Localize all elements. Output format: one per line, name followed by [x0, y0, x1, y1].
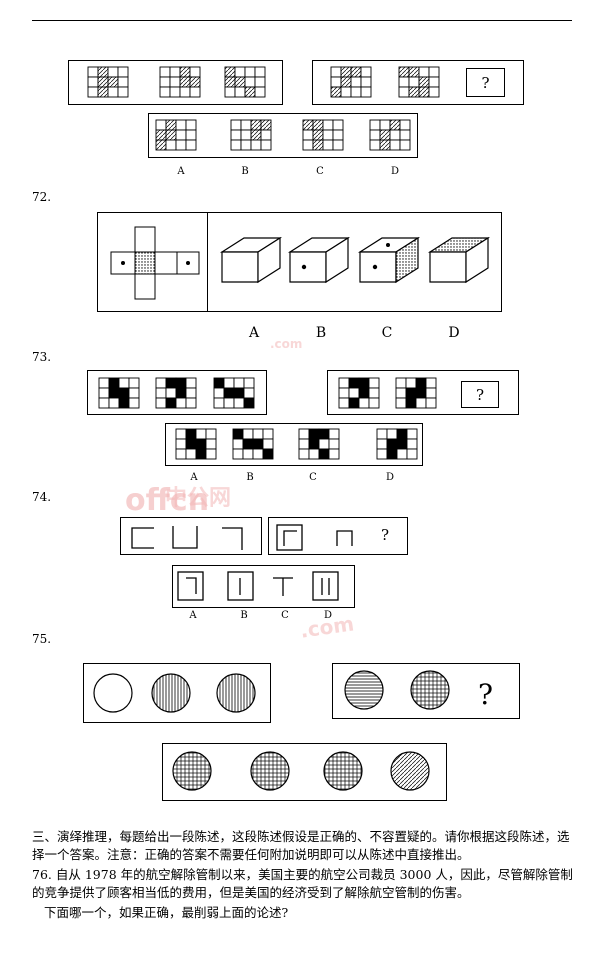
q71-options-box — [148, 113, 418, 158]
watermark: offcn — [125, 483, 210, 518]
q72-option-label-d: D — [448, 325, 460, 341]
q73-problem-set1 — [87, 370, 267, 415]
question-number-74: 74. — [32, 490, 52, 504]
q71-unknown-box: ? — [466, 68, 505, 97]
q71-problem-set1 — [68, 60, 283, 105]
q75-circle-3 — [216, 673, 256, 713]
q73-grid-2 — [155, 377, 197, 409]
q73-grid-3 — [213, 377, 255, 409]
q75-circle-1 — [93, 673, 133, 713]
q71-grid-4 — [330, 66, 372, 98]
q76-statement: 自从 1978 年的航空解除管制以来，美国主要的航空公司裁员 3000 人，因此… — [32, 867, 573, 900]
q75-circle-5 — [410, 670, 450, 710]
q74-problem-set2 — [268, 517, 408, 555]
q76-prompt: 下面哪一个，如果正确，最削弱上面的论述? — [44, 905, 289, 920]
q72-option-label-b: B — [315, 325, 327, 341]
q75-problem-set1 — [83, 663, 271, 723]
q73-grid-6 — [175, 428, 217, 460]
q73-grid-8 — [298, 428, 340, 460]
section3-intro: 三、演绎推理，每题给出一段陈述，这段陈述假设是正确的、不容置疑的。请你根据这段陈… — [32, 829, 570, 862]
q72-cube-a — [219, 236, 283, 284]
q73-option-label-b: B — [246, 472, 254, 483]
header-rule — [32, 20, 572, 21]
q73-problem-set2 — [327, 370, 519, 415]
watermark: .com — [270, 337, 303, 351]
q74-option-label-b: B — [240, 610, 248, 621]
q73-grid-7 — [232, 428, 274, 460]
q73-grid-9 — [376, 428, 418, 460]
q73-grid-1 — [98, 377, 140, 409]
q75-circle-4 — [344, 670, 384, 710]
q75-options-box — [162, 743, 447, 801]
q72-option-label-c: C — [381, 325, 393, 341]
q71-grid-9 — [369, 119, 411, 151]
q71-grid-1 — [87, 66, 129, 98]
q73-grid-5 — [395, 377, 437, 409]
q73-option-label-d: D — [385, 472, 395, 483]
q71-option-label-d: D — [390, 166, 400, 177]
q75-option-b — [250, 751, 290, 791]
q71-grid-5 — [398, 66, 440, 98]
q75-unknown: ? — [478, 678, 494, 711]
q74-options-box — [172, 565, 355, 608]
q71-grid-8 — [302, 119, 344, 151]
q74-unknown: ? — [381, 526, 390, 544]
q75-option-c — [323, 751, 363, 791]
q71-grid-7 — [230, 119, 272, 151]
q72-cube-b — [287, 236, 351, 284]
q71-option-label-a: A — [177, 166, 185, 177]
q71-option-label-c: C — [316, 166, 324, 177]
q75-option-a — [172, 751, 212, 791]
q74-problem-set1 — [120, 517, 262, 555]
q72-cube-d — [427, 236, 491, 284]
question-number-73: 73. — [32, 350, 52, 364]
q76-text-block: 76. 自从 1978 年的航空解除管制以来，美国主要的航空公司裁员 3000 … — [32, 866, 577, 902]
q73-options-box — [165, 423, 423, 466]
q71-option-label-b: B — [241, 166, 249, 177]
q71-grid-3 — [224, 66, 266, 98]
q71-grid-2 — [159, 66, 201, 98]
q73-unknown-box: ? — [461, 381, 499, 408]
q74-option-label-a: A — [189, 610, 197, 621]
q74-option-label-c: C — [281, 610, 289, 621]
q71-grid-6 — [155, 119, 197, 151]
q71-problem-set2 — [312, 60, 524, 105]
watermark: 中公网 — [165, 486, 232, 511]
q73-grid-4 — [338, 377, 380, 409]
q73-option-label-a: A — [190, 472, 198, 483]
q72-figure-box — [97, 212, 502, 312]
q75-circle-2 — [151, 673, 191, 713]
q72-divider — [207, 212, 208, 312]
q74-option-label-d: D — [323, 610, 333, 621]
question-number-72: 72. — [32, 190, 52, 204]
q72-option-label-a: A — [248, 325, 260, 341]
q72-cube-c — [357, 236, 421, 284]
q75-option-d — [390, 751, 430, 791]
question-number-76: 76. — [32, 867, 52, 882]
q73-option-label-c: C — [309, 472, 317, 483]
question-number-75: 75. — [32, 632, 52, 646]
q75-problem-set2 — [332, 663, 520, 719]
